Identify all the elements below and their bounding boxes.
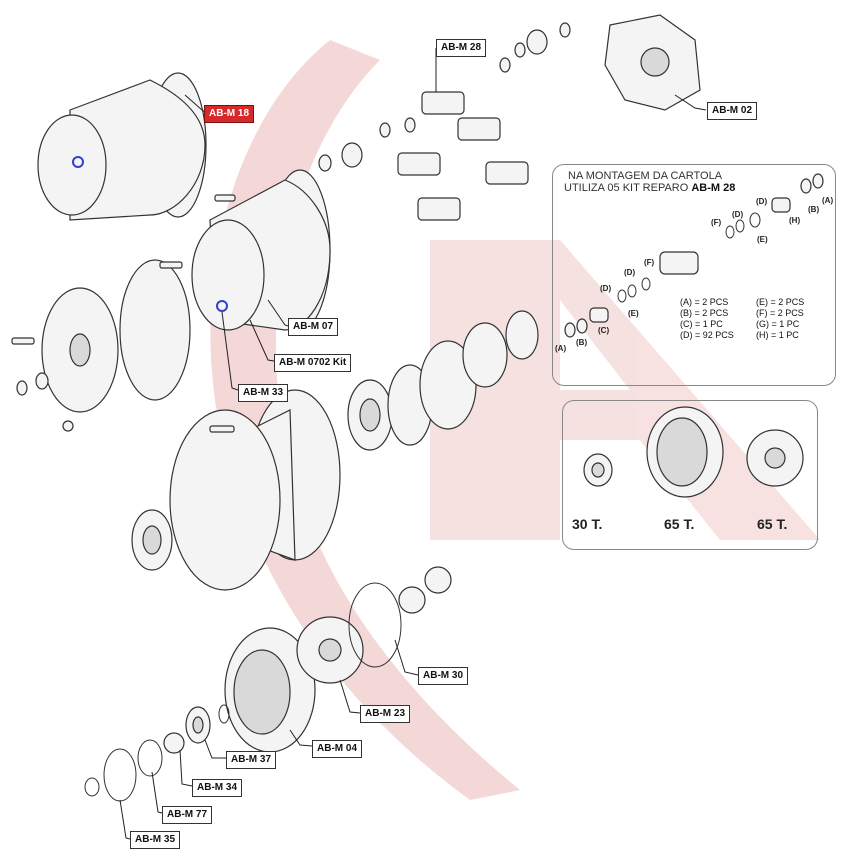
kit-panel-title-2-text: UTILIZA 05 KIT REPARO — [564, 182, 692, 194]
kit-letter-d4: (D) — [756, 197, 768, 206]
kit-letter-e1: (E) — [628, 309, 639, 318]
legend-c: (C) = 1 PC — [680, 319, 723, 329]
kit-panel — [552, 164, 836, 386]
kit-letter-f2: (F) — [711, 218, 722, 227]
teeth-panel — [562, 400, 818, 550]
teeth-label-30t: 30 T. — [572, 516, 603, 532]
kit-letter-b1: (B) — [576, 338, 588, 347]
kit-letter-d2: (D) — [624, 268, 636, 277]
left-plates — [11, 194, 236, 432]
callout-abm33: AB-M 33 — [238, 384, 289, 402]
callout-abm30: AB-M 30 — [418, 667, 469, 685]
teeth-parts — [583, 406, 804, 498]
kit-letter-d1: (D) — [600, 284, 612, 293]
highlight-ring-icon — [72, 156, 84, 168]
callout-abm07: AB-M 07 — [288, 318, 339, 336]
callout-abm34: AB-M 34 — [192, 779, 243, 797]
wheel-hub — [131, 389, 341, 591]
lower-stack — [84, 704, 230, 802]
callout-abm18: AB-M 18 — [204, 105, 255, 123]
ring-gear — [224, 627, 316, 753]
legend-b: (B) = 2 PCS — [680, 308, 729, 318]
legend-a: (A) = 2 PCS — [680, 297, 729, 307]
teeth-label-65t-gear: 65 T. — [757, 516, 788, 532]
kit-panel-title-2: UTILIZA 05 KIT REPARO AB-M 28 — [564, 182, 735, 194]
kit-letter-a2: (A) — [822, 196, 834, 205]
callout-abm04: AB-M 04 — [312, 740, 363, 758]
kit-letter-b2: (B) — [808, 205, 820, 214]
legend-column-left: (A) = 2 PCS (B) = 2 PCS (C) = 1 PC (D) =… — [680, 297, 734, 341]
drum-housing — [37, 72, 207, 221]
kit-parts — [564, 173, 824, 338]
planet-carrier — [604, 14, 701, 111]
legend-g: (G) = 1 PC — [756, 319, 800, 329]
callout-abm0702: AB-M 0702 Kit — [274, 354, 352, 372]
teeth-label-65t-ring: 65 T. — [664, 516, 695, 532]
kit-letter-f1: (F) — [644, 258, 655, 267]
spindle-shafts — [318, 22, 571, 221]
kit-letter-h: (H) — [789, 216, 801, 225]
callout-abm77: AB-M 77 — [162, 806, 213, 824]
callout-abm23: AB-M 23 — [360, 705, 411, 723]
sun-gear-65t — [296, 616, 364, 684]
callout-abm37: AB-M 37 — [226, 751, 277, 769]
kit-panel-title-1: NA MONTAGEM DA CARTOLA — [568, 170, 723, 182]
kit-panel-title-2-code: AB-M 28 — [691, 182, 736, 194]
kit-letter-a1: (A) — [555, 344, 567, 353]
legend-h: (H) = 1 PC — [756, 330, 799, 340]
callout-abm35: AB-M 35 — [130, 831, 181, 849]
legend-e: (E) = 2 PCS — [756, 297, 805, 307]
kit-letter-d3: (D) — [732, 210, 744, 219]
kit-letter-e2: (E) — [757, 235, 768, 244]
legend-d: (D) = 92 PCS — [680, 330, 734, 340]
legend-column-right: (E) = 2 PCS (F) = 2 PCS (G) = 1 PC (H) =… — [756, 297, 804, 341]
hat-carrier — [191, 169, 331, 331]
snap-ring — [348, 582, 402, 668]
highlight-ring-icon — [216, 300, 228, 312]
bearing-row — [347, 310, 539, 451]
kit-letter-c1: (C) — [598, 326, 610, 335]
callout-abm28: AB-M 28 — [436, 39, 487, 57]
legend-f: (F) = 2 PCS — [756, 308, 804, 318]
callout-abm02: AB-M 02 — [707, 102, 758, 120]
small-gears — [398, 566, 452, 614]
